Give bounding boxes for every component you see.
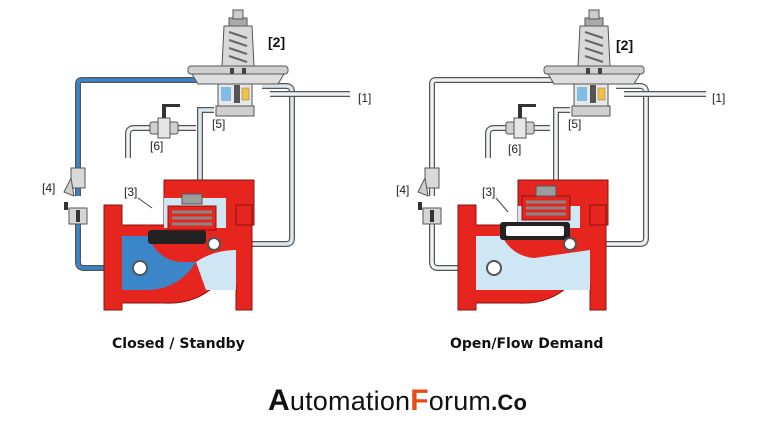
callout-3: [3]: [124, 185, 137, 199]
caption-closed-standby: Closed / Standby: [112, 336, 245, 352]
callout-2: [2]: [268, 34, 285, 50]
callout-1: [1]: [358, 91, 371, 105]
callout-3: [3]: [482, 185, 495, 199]
brand-initial-a: A: [268, 384, 290, 417]
ball-valve-6: [149, 103, 181, 139]
brand-initial-f: F: [410, 384, 429, 417]
diagram-open-flow-demand: [2] [1] [5] [6] [4] [3]: [396, 9, 725, 311]
main-valve: [457, 179, 609, 311]
main-valve: [103, 179, 255, 311]
control-tubing: [429, 77, 706, 271]
brand-suffix-co: .Co: [491, 390, 528, 415]
ball-valve-6: [505, 103, 537, 139]
callout-4: [4]: [42, 181, 55, 195]
brand-logo: AutomationForum.Co: [268, 384, 527, 418]
caption-open-flow-demand: Open/Flow Demand: [450, 336, 604, 352]
callout-2: [2]: [616, 37, 633, 53]
brand-word-orum: orum: [428, 386, 492, 416]
diagram-closed-standby: [2] [1] [5] [6] [4] [3]: [42, 9, 371, 311]
pilot-valve: [187, 9, 289, 117]
callout-4: [4]: [396, 183, 409, 197]
callout-1: [1]: [712, 91, 725, 105]
callout-6: [6]: [508, 142, 521, 156]
control-tubing: [75, 77, 350, 271]
callout-5: [5]: [568, 117, 581, 131]
callout-6: [6]: [150, 139, 163, 153]
brand-word-utomation: utomation: [289, 386, 411, 416]
callout-5: [5]: [212, 117, 225, 131]
pilot-valve: [543, 9, 645, 117]
